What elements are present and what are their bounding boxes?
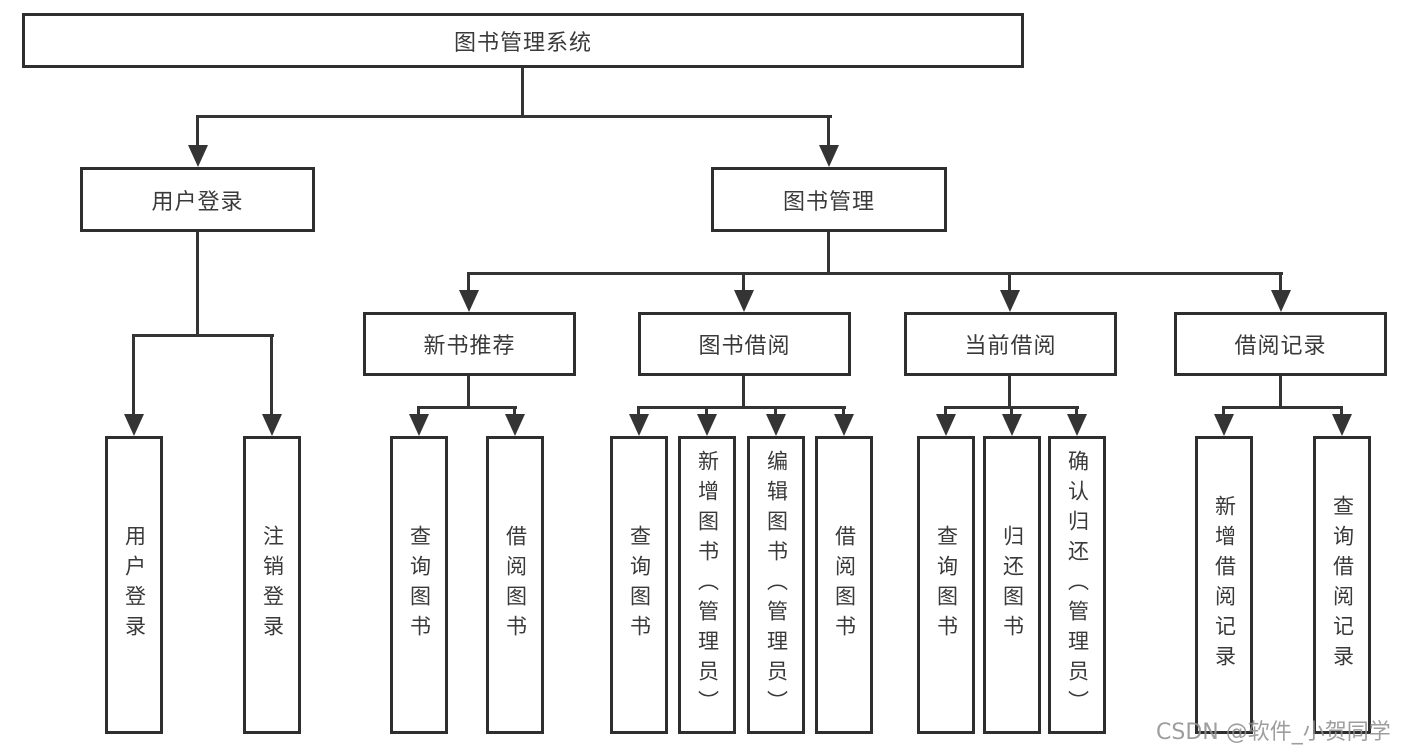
connector-line — [742, 272, 745, 292]
leaf-label: 归还图书 — [1000, 525, 1025, 645]
arrow-down-icon — [1067, 414, 1087, 436]
node-current-borrow-label: 当前借阅 — [964, 334, 1057, 359]
leaf-logout: 注销登录 — [243, 436, 301, 734]
connector-line — [742, 375, 745, 408]
connector-line — [1008, 272, 1011, 292]
connector-line — [417, 406, 517, 409]
node-current-borrow: 当前借阅 — [904, 312, 1117, 376]
node-book-management-label: 图书管理 — [782, 189, 875, 215]
leaf-borrow-books-2: 借阅图书 — [815, 436, 873, 734]
arrow-down-icon — [834, 414, 854, 436]
leaf-label: 借阅图书 — [832, 525, 857, 645]
arrow-down-icon — [459, 290, 479, 312]
connector-line — [827, 232, 830, 274]
node-book-borrow: 图书借阅 — [638, 312, 851, 376]
connector-line — [467, 272, 470, 292]
arrow-down-icon — [409, 414, 429, 436]
leaf-query-borrow-record: 查询借阅记录 — [1313, 436, 1371, 734]
connector-line — [827, 115, 830, 149]
connector-line — [1279, 272, 1282, 292]
leaf-query-books-2: 查询图书 — [610, 436, 668, 734]
node-borrow-record-label: 借阅记录 — [1234, 334, 1327, 359]
arrow-down-icon — [1214, 414, 1234, 436]
leaf-label: 借阅图书 — [503, 525, 528, 645]
connector-line — [637, 406, 640, 418]
connector-line — [196, 115, 199, 149]
arrow-down-icon — [936, 414, 956, 436]
node-borrow-record: 借阅记录 — [1174, 312, 1387, 376]
leaf-query-books-1: 查询图书 — [390, 436, 448, 734]
arrow-down-icon — [697, 414, 717, 436]
connector-line — [1222, 406, 1225, 418]
connector-line — [637, 406, 846, 409]
leaf-label: 编辑图书（管理员） — [764, 450, 789, 720]
connector-line — [270, 334, 273, 416]
leaf-label: 新增图书（管理员） — [695, 450, 720, 720]
connector-line — [467, 375, 470, 408]
leaf-add-book-admin: 新增图书（管理员） — [678, 436, 736, 734]
leaf-label: 注销登录 — [260, 525, 285, 645]
leaf-label: 查询图书 — [934, 525, 959, 645]
leaf-confirm-return-admin: 确认归还（管理员） — [1048, 436, 1106, 734]
arrow-down-icon — [505, 414, 525, 436]
leaf-borrow-books-1: 借阅图书 — [486, 436, 544, 734]
leaf-label: 用户登录 — [122, 525, 147, 645]
arrow-down-icon — [766, 414, 786, 436]
leaf-edit-book-admin: 编辑图书（管理员） — [747, 436, 805, 734]
node-user-login: 用户登录 — [80, 167, 315, 232]
node-root-label: 图书管理系统 — [453, 30, 592, 56]
arrow-down-icon — [262, 414, 282, 436]
arrow-down-icon — [1002, 414, 1022, 436]
connector-line — [196, 232, 199, 336]
arrow-down-icon — [1332, 414, 1352, 436]
leaf-label: 确认归还（管理员） — [1065, 450, 1090, 720]
node-user-login-label: 用户登录 — [151, 189, 244, 215]
connector-line — [1222, 406, 1343, 409]
arrow-down-icon — [819, 145, 839, 167]
node-book-borrow-label: 图书借阅 — [698, 334, 791, 359]
node-new-book-recommend: 新书推荐 — [363, 312, 576, 376]
leaf-label: 查询图书 — [407, 525, 432, 645]
leaf-query-books-3: 查询图书 — [917, 436, 975, 734]
connector-line — [196, 115, 832, 118]
connector-line — [467, 272, 1283, 275]
leaf-user-login: 用户登录 — [105, 436, 163, 734]
arrow-down-icon — [734, 290, 754, 312]
connector-line — [1075, 406, 1078, 418]
node-new-book-recommend-label: 新书推荐 — [423, 334, 516, 359]
leaf-add-borrow-record: 新增借阅记录 — [1195, 436, 1253, 734]
node-book-management: 图书管理 — [711, 167, 947, 232]
leaf-label: 查询借阅记录 — [1330, 495, 1355, 675]
connector-line — [705, 406, 708, 418]
connector-line — [1010, 406, 1013, 418]
connector-line — [1279, 375, 1282, 408]
arrow-down-icon — [1271, 290, 1291, 312]
leaf-label: 查询图书 — [627, 525, 652, 645]
connector-line — [774, 406, 777, 418]
connector-line — [513, 406, 516, 418]
arrow-down-icon — [1000, 290, 1020, 312]
connector-line — [1008, 375, 1011, 408]
arrow-down-icon — [629, 414, 649, 436]
node-root: 图书管理系统 — [22, 13, 1024, 68]
leaf-label: 新增借阅记录 — [1212, 495, 1237, 675]
connector-line — [944, 406, 947, 418]
leaf-return-books: 归还图书 — [983, 436, 1041, 734]
connector-line — [521, 68, 524, 118]
connector-line — [417, 406, 420, 418]
connector-line — [132, 334, 274, 337]
connector-line — [842, 406, 845, 418]
watermark: CSDN @软件_小贺同学 — [1156, 720, 1391, 745]
arrow-down-icon — [124, 414, 144, 436]
arrow-down-icon — [188, 145, 208, 167]
connector-line — [1340, 406, 1343, 418]
connector-line — [132, 334, 135, 416]
